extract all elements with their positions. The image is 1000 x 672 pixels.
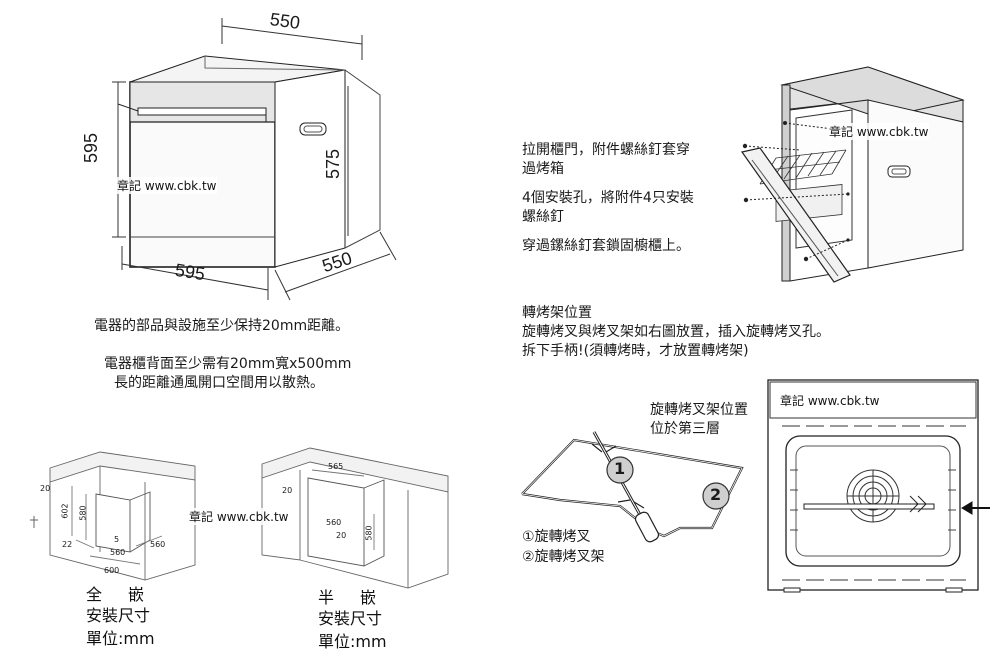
semi-dim-20b: 20 bbox=[336, 531, 347, 540]
dim-height-front: 595 bbox=[81, 132, 102, 164]
rack-position-line2: 位於第三層 bbox=[650, 421, 720, 437]
semi-caption-title: 半嵌 bbox=[318, 588, 403, 607]
step1-line2: 過烤箱 bbox=[522, 161, 564, 177]
watermark-1: 章記 www.cbk.tw bbox=[116, 177, 218, 194]
full-dim-580: 580 bbox=[78, 505, 88, 521]
rotisserie-drawing bbox=[521, 431, 744, 543]
full-dim-22: 22 bbox=[62, 540, 73, 549]
note-ventilation-2: 長的距離通風開口空間用以散熱。 bbox=[114, 375, 324, 391]
oven-front-drawing bbox=[767, 379, 990, 593]
watermark-3: 章記 www.cbk.tw bbox=[779, 392, 881, 409]
full-dim-5: 5 bbox=[114, 535, 120, 544]
rotisserie-line1: 旋轉烤叉與烤叉架如右圖放置，插入旋轉烤叉孔。 bbox=[522, 324, 830, 340]
semi-dim-560: 560 bbox=[326, 518, 342, 527]
note-clearance: 電器的部品與設施至少保持20mm距離。 bbox=[94, 318, 350, 334]
watermark-4: 章記 www.cbk.tw bbox=[188, 508, 290, 525]
step3: 穿過鏍絲釘套鎖固櫥櫃上。 bbox=[522, 238, 690, 254]
full-dim-600: 600 bbox=[104, 566, 120, 575]
full-dim-20: 20 bbox=[40, 484, 51, 493]
step1-line1: 拉開櫃門，附件螺絲釘套穿 bbox=[522, 142, 690, 158]
legend-spit: ①旋轉烤叉 bbox=[522, 529, 591, 545]
full-caption-unit: 單位:mm bbox=[86, 629, 155, 648]
full-dim-560-b: 560 bbox=[150, 540, 166, 549]
step2-line2: 螺絲釘 bbox=[522, 209, 564, 225]
semi-dim-565: 565 bbox=[328, 462, 344, 471]
full-builtin-drawing bbox=[30, 451, 196, 581]
badge-1: 1 bbox=[614, 459, 626, 478]
watermark-2: 章記 www.cbk.tw bbox=[828, 123, 930, 140]
rotisserie-line2: 拆下手柄!(須轉烤時，才放置轉烤架) bbox=[522, 343, 749, 359]
full-dim-560-a: 560 bbox=[110, 548, 126, 557]
semi-builtin-drawing bbox=[261, 447, 449, 589]
legend-rack: ②旋轉烤叉架 bbox=[522, 549, 605, 565]
cabinet-mount-drawing bbox=[740, 66, 965, 283]
rotisserie-title: 轉烤架位置 bbox=[522, 305, 592, 321]
rack-position-line1: 旋轉烤叉架位置 bbox=[650, 402, 748, 418]
note-ventilation-1: 電器櫃背面至少需有20mm寬x500mm bbox=[104, 356, 352, 372]
semi-caption-unit: 單位:mm bbox=[318, 632, 387, 651]
oven-dimension-drawing bbox=[112, 18, 397, 301]
semi-dim-580: 580 bbox=[364, 525, 374, 541]
badge-2: 2 bbox=[710, 485, 722, 504]
dim-height-side: 575 bbox=[323, 148, 344, 180]
semi-dim-20: 20 bbox=[282, 486, 293, 495]
full-dim-602: 602 bbox=[60, 503, 70, 519]
full-caption-size: 安裝尺寸 bbox=[86, 606, 151, 625]
semi-caption-size: 安裝尺寸 bbox=[318, 609, 383, 628]
full-caption-title: 全嵌 bbox=[86, 585, 171, 604]
step2-line1: 4個安裝孔，將附件4只安裝 bbox=[522, 190, 694, 206]
dim-top-width: 550 bbox=[268, 9, 302, 33]
